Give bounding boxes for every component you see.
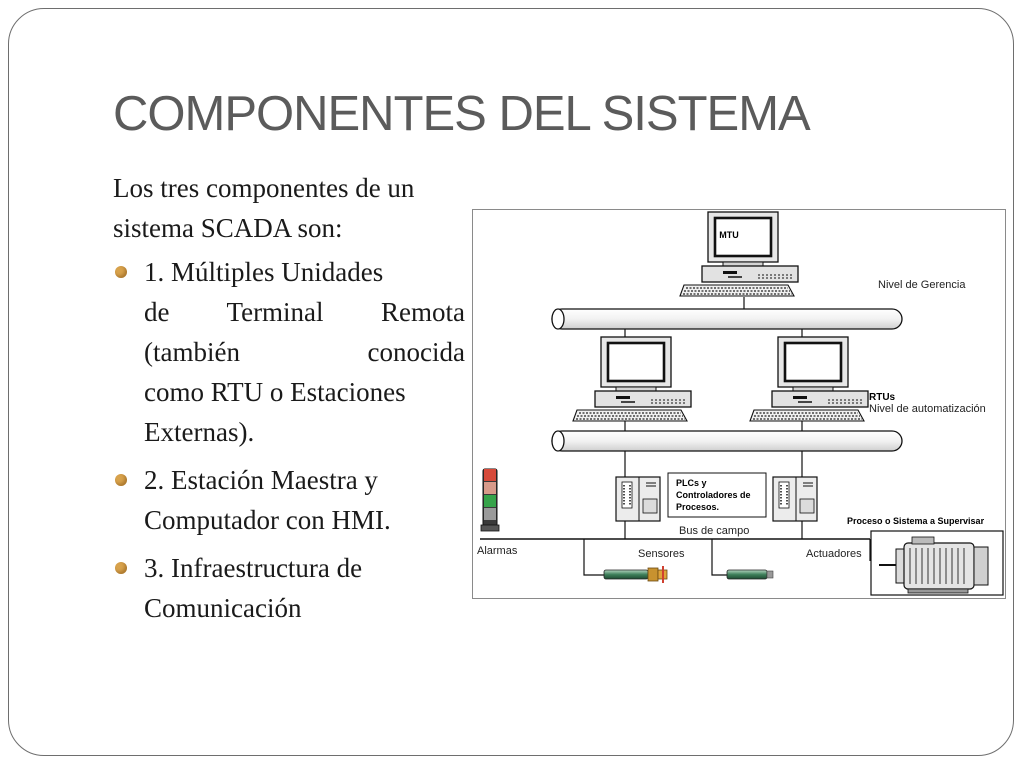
bullet-item-master: 2. Estación Maestra y Computador con HMI… — [113, 460, 465, 540]
rtus-label: RTUs — [869, 392, 896, 403]
sensor-icon — [603, 566, 668, 583]
plcs-label-line: Procesos. — [676, 502, 719, 512]
sensor-icon — [726, 569, 774, 580]
plcs-label-line: PLCs y — [676, 478, 707, 488]
actuadores-label: Actuadores — [806, 548, 862, 560]
alarm-tower-icon — [480, 468, 500, 532]
bullet-item-rtu: 1. Múltiples Unidades de Terminal Remota… — [113, 252, 465, 452]
plc-icon — [772, 476, 818, 522]
bullet-line: Comunicación — [144, 593, 302, 623]
management-bus — [551, 308, 903, 330]
slide-title: COMPONENTES DEL SISTEMA — [113, 87, 811, 141]
plcs-label-line: Controladores de — [676, 490, 751, 500]
slide-body: Los tres componentes de un sistema SCADA… — [113, 168, 465, 636]
intro-text: Los tres componentes de un sistema SCADA… — [113, 173, 415, 243]
alarmas-label: Alarmas — [477, 545, 518, 557]
bullet-line: 2. Estación Maestra y — [144, 465, 378, 495]
bullet-dot-icon — [115, 266, 127, 278]
bullet-line: Externas). — [144, 417, 255, 447]
nivel-gerencia-label: Nivel de Gerencia — [878, 279, 966, 291]
scada-diagram: MTU Nivel de Gerencia RTUs Nivel de auto… — [472, 209, 1006, 599]
bullet-line: como RTU o Estaciones — [144, 377, 406, 407]
automation-bus — [551, 430, 903, 452]
bullet-list: 1. Múltiples Unidades de Terminal Remota… — [113, 252, 465, 628]
bullet-line: de Terminal Remota — [144, 297, 465, 327]
bullet-line: 3. Infraestructura de — [144, 553, 363, 583]
bullet-line: (también conocida — [144, 337, 465, 367]
bullet-item-comms: 3. Infraestructura de Comunicación — [113, 548, 465, 628]
bullet-line: 1. Múltiples Unidades — [144, 257, 384, 287]
proceso-label: Proceso o Sistema a Supervisar — [847, 516, 985, 526]
bullet-line: Computador con HMI. — [144, 505, 391, 535]
nivel-automatizacion-label: Nivel de automatización — [869, 403, 986, 415]
mtu-label: MTU — [719, 230, 739, 240]
sensores-label: Sensores — [638, 548, 685, 560]
plc-label-box — [667, 472, 767, 518]
bullet-dot-icon — [115, 562, 127, 574]
plc-icon — [615, 476, 661, 522]
motor-icon — [870, 530, 1004, 596]
bullet-dot-icon — [115, 474, 127, 486]
bus-campo-label: Bus de campo — [679, 525, 749, 537]
